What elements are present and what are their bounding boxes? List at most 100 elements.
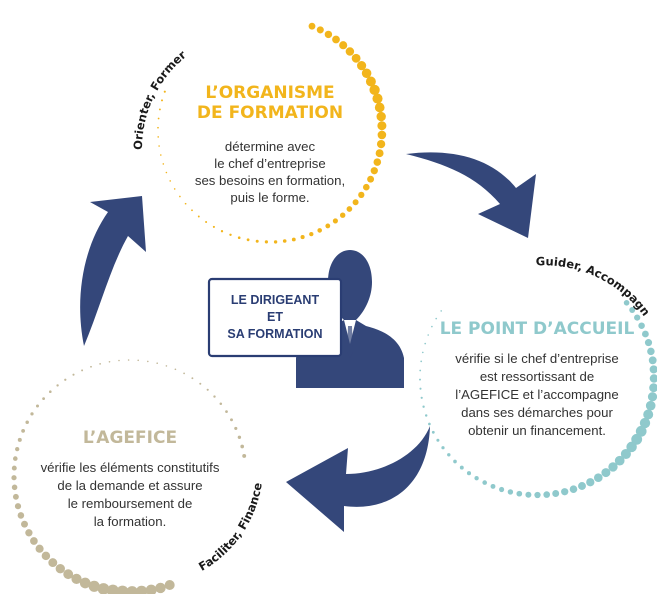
dot	[48, 558, 58, 568]
dot	[376, 111, 386, 122]
dot	[246, 238, 250, 242]
dot	[300, 235, 305, 240]
dot	[79, 577, 91, 589]
dot	[197, 215, 200, 218]
dot	[647, 347, 655, 356]
curved-arrow-icon	[286, 426, 430, 532]
dot	[620, 448, 631, 460]
dot	[17, 512, 25, 519]
dot	[634, 314, 641, 321]
dot	[230, 418, 233, 422]
dot	[157, 117, 160, 120]
dot	[649, 383, 657, 393]
dot	[453, 459, 457, 464]
dot	[578, 482, 586, 490]
dot	[639, 417, 651, 429]
dot	[332, 218, 338, 224]
curved-arrow-icon	[80, 196, 146, 346]
dot	[99, 363, 101, 365]
dot	[184, 202, 187, 205]
dot	[72, 373, 75, 376]
dot	[332, 35, 340, 44]
dot	[367, 175, 375, 183]
dot	[135, 585, 148, 594]
dot	[561, 488, 569, 496]
dot	[431, 325, 433, 328]
center-group: LE DIRIGEANT ET SA FORMATION	[207, 250, 404, 388]
dot	[345, 47, 355, 56]
dot	[419, 378, 421, 381]
dot	[21, 520, 28, 528]
dot	[421, 351, 424, 354]
dot	[420, 396, 423, 399]
dot	[191, 209, 193, 212]
dot	[340, 212, 346, 218]
dot	[21, 429, 25, 433]
dot	[183, 372, 185, 375]
dot	[160, 99, 164, 102]
dot	[71, 573, 82, 585]
dot	[191, 377, 194, 380]
dot	[88, 580, 100, 592]
dot	[569, 485, 578, 493]
dot	[648, 356, 657, 365]
center-line: ET	[267, 310, 283, 324]
agefice-dotted-circle	[11, 359, 247, 594]
dot	[164, 580, 175, 590]
center-line: LE DIRIGEANT	[231, 293, 320, 307]
arrow-agefice-to-organisme	[80, 196, 146, 346]
dot	[127, 359, 130, 361]
dot	[346, 206, 353, 212]
dot	[363, 183, 370, 191]
dot	[63, 569, 74, 580]
dot	[647, 392, 657, 402]
dot	[108, 360, 111, 363]
dot	[55, 564, 65, 574]
dot	[372, 93, 383, 104]
dot	[225, 410, 228, 413]
dot	[325, 223, 331, 229]
dot	[165, 171, 168, 174]
dot	[435, 317, 438, 320]
dot	[237, 236, 241, 240]
point-accueil-dotted-circle	[419, 299, 657, 499]
dot	[264, 240, 268, 244]
dot	[199, 382, 202, 385]
dot	[212, 225, 215, 228]
organisme-action-label: Orienter, Former	[131, 47, 189, 150]
dot	[158, 108, 161, 111]
dot	[169, 180, 171, 182]
agefice-desc-line: vérifie les éléments constitutifs	[41, 460, 220, 475]
dot	[255, 239, 259, 243]
dot	[369, 84, 380, 96]
dot	[370, 167, 378, 175]
dot	[155, 582, 166, 594]
dot	[205, 220, 208, 224]
dot	[376, 139, 386, 149]
dot	[273, 240, 278, 244]
point-accueil-desc-line: l’AGEFICE et l’accompagne	[455, 387, 618, 402]
speech-box	[207, 277, 343, 358]
dot	[126, 586, 138, 594]
dot	[64, 378, 67, 381]
dot	[641, 330, 649, 338]
dot	[586, 478, 595, 487]
dot	[90, 365, 92, 368]
dot	[240, 444, 245, 449]
dot	[339, 41, 348, 50]
arrow-point-accueil-to-agefice	[286, 426, 430, 532]
organisme-title-line2: DE FORMATION	[197, 103, 343, 123]
dot	[631, 433, 643, 445]
point-accueil-title: LE POINT D’ACCUEIL	[440, 319, 635, 339]
dot	[428, 422, 431, 426]
organisme-desc-line: détermine avec	[225, 139, 316, 154]
dot	[424, 342, 427, 345]
dot	[499, 486, 505, 493]
dot	[30, 537, 38, 545]
dot	[137, 359, 139, 362]
dot	[317, 228, 322, 233]
dot	[97, 583, 110, 594]
agefice-desc-line: de la demande et assure	[57, 478, 202, 493]
dot	[534, 491, 541, 499]
agefice-desc-line: le remboursement de	[68, 496, 193, 511]
